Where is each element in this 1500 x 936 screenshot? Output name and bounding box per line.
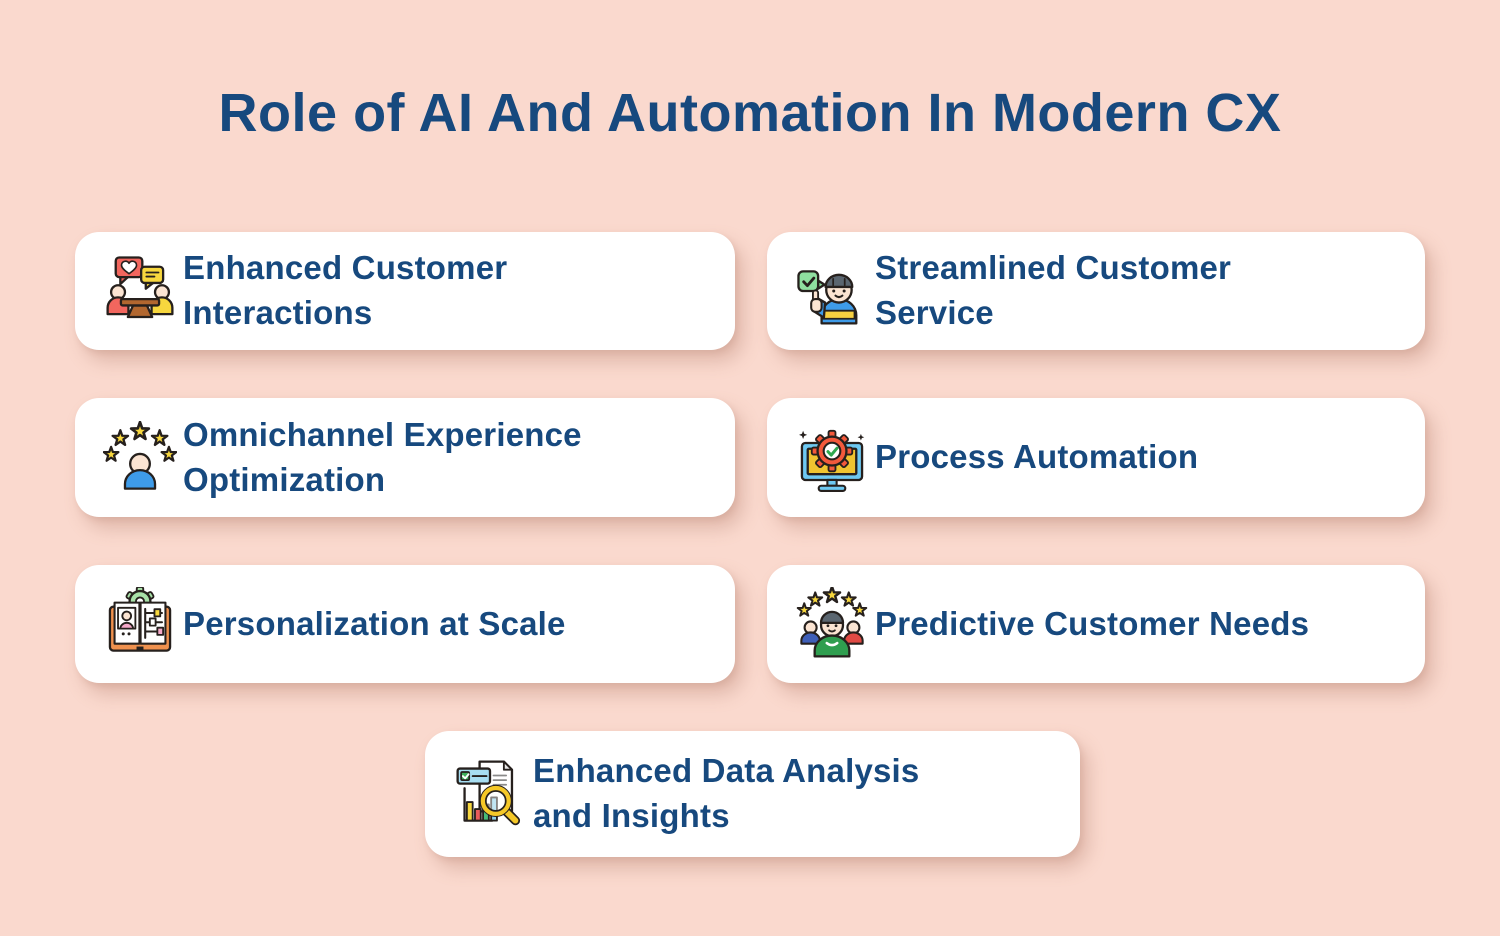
card-label: Streamlined Customer Service <box>875 249 1232 331</box>
card-streamlined-customer-service: Streamlined Customer Service <box>767 232 1425 350</box>
person-five-stars-icon <box>101 419 179 497</box>
card-enhanced-data-analysis: Enhanced Data Analysis and Insights <box>425 731 1080 857</box>
card-predictive-customer-needs: Predictive Customer Needs <box>767 565 1425 683</box>
page-title: Role of AI And Automation In Modern CX <box>218 83 1282 143</box>
card-label: Enhanced Customer Interactions <box>183 249 508 331</box>
card-label: Personalization at Scale <box>183 604 566 642</box>
card-process-automation: Process Automation <box>767 398 1425 517</box>
monitor-gear-check-icon <box>793 419 871 497</box>
open-book-profile-gear-icon <box>101 585 179 663</box>
card-label: Enhanced Data Analysis and Insights <box>533 752 920 834</box>
document-chart-magnifier-icon <box>451 755 529 833</box>
card-label: Process Automation <box>875 438 1199 476</box>
card-label: Predictive Customer Needs <box>875 604 1310 642</box>
people-table-chat-icon <box>101 252 179 330</box>
card-omnichannel-experience-optimization: Omnichannel Experience Optimization <box>75 398 735 517</box>
card-enhanced-customer-interactions: Enhanced Customer Interactions <box>75 232 735 350</box>
people-rating-stars-icon <box>793 585 871 663</box>
card-label: Omnichannel Experience Optimization <box>183 415 582 498</box>
card-personalization-at-scale: Personalization at Scale <box>75 565 735 683</box>
support-agent-thumbs-up-icon <box>793 252 871 330</box>
